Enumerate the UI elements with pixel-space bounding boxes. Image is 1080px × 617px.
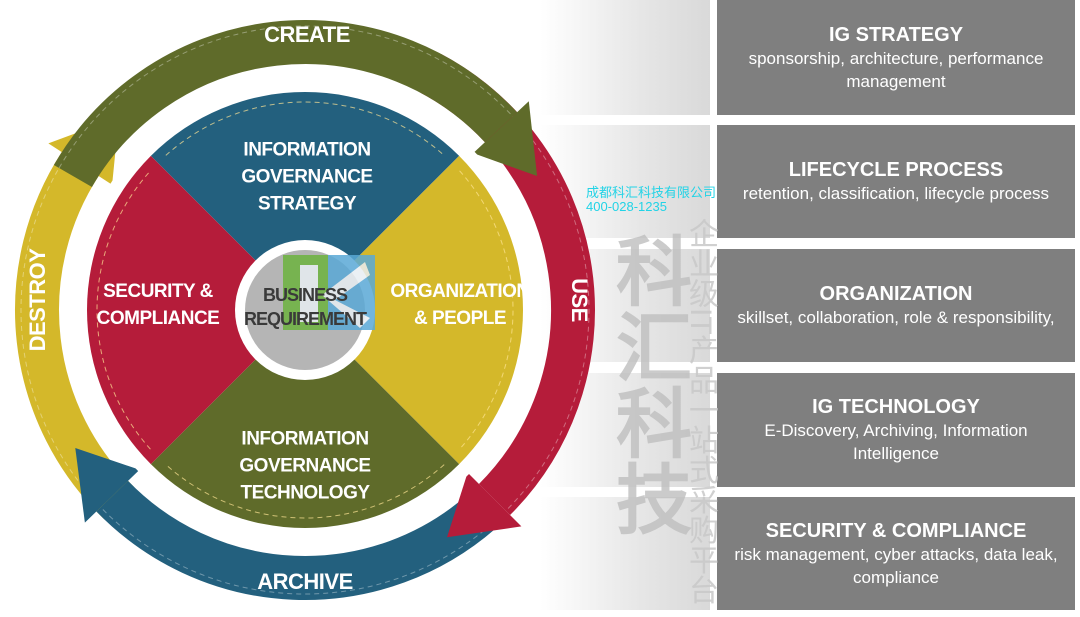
strip — [540, 0, 710, 115]
logo-watermark — [283, 255, 375, 330]
quadrant-yellow — [305, 155, 523, 465]
watermark-brand: 科汇科技 — [604, 232, 689, 536]
q-line: GOVERNANCE — [239, 455, 371, 477]
business-requirement: BUSINESS REQUIREMENT — [243, 283, 367, 331]
watermark-company: 成都科汇科技有限公司 — [586, 185, 717, 200]
panel-ig-technology: IG TECHNOLOGY E-Discovery, Archiving, Inf… — [717, 373, 1075, 487]
watermark-phone: 400-028-1235 — [586, 199, 667, 214]
quadrant-strategy: INFORMATION GOVERNANCE STRATEGY — [241, 137, 373, 218]
label-destroy: DESTROY — [25, 248, 50, 352]
stitch-line — [58, 25, 514, 169]
use-arrow-head — [447, 472, 522, 538]
panel-title: IG TECHNOLOGY — [812, 396, 980, 418]
stitch-line — [438, 58, 590, 512]
q-line: ORGANIZATION — [390, 281, 530, 302]
q-line: INFORMATION — [241, 428, 369, 450]
center-line: REQUIREMENT — [243, 309, 367, 329]
quadrant-technology: INFORMATION GOVERNANCE TECHNOLOGY — [239, 426, 371, 507]
label-use: USE — [567, 278, 592, 322]
panel-desc: E-Discovery, Archiving, Information Inte… — [764, 421, 1028, 463]
stitch-line — [20, 155, 109, 515]
stitch-line — [459, 170, 514, 450]
create-arrow-head — [473, 101, 538, 176]
stitch-line — [96, 170, 151, 450]
q-line: TECHNOLOGY — [240, 482, 370, 504]
quadrant-red — [87, 155, 305, 465]
panel-desc: skillset, collaboration, role & responsi… — [737, 308, 1055, 327]
stitch-line — [165, 101, 445, 156]
quadrant-security: SECURITY & COMPLIANCE — [97, 278, 220, 332]
lifecycle-diagram — [15, 20, 595, 600]
panel-title: SECURITY & COMPLIANCE — [765, 519, 1027, 542]
q-line: STRATEGY — [257, 193, 357, 215]
q-line: GOVERNANCE — [241, 166, 373, 188]
panel-title: IG STRATEGY — [828, 23, 964, 46]
archive-arrow-head — [75, 448, 140, 523]
q-line: COMPLIANCE — [96, 308, 220, 329]
quadrant-green — [150, 310, 460, 528]
strip — [540, 497, 710, 610]
q-line: SECURITY & — [103, 281, 213, 302]
center-line: BUSINESS — [262, 285, 348, 305]
panel-organization: ORGANIZATION skillset, collaboration, rol… — [717, 249, 1075, 362]
panel-desc: sponsorship, architecture, performance m… — [748, 48, 1044, 91]
archive-arrow — [96, 480, 496, 600]
label-archive: ARCHIVE — [257, 569, 353, 594]
watermark-slogan: 企业级IT产品一站式采购平台 — [684, 218, 717, 605]
label-create: CREATE — [264, 22, 350, 47]
q-line: INFORMATION — [243, 139, 371, 161]
stitch-line — [165, 464, 445, 519]
quadrant-organization: ORGANIZATION & PEOPLE — [390, 278, 530, 332]
panel-desc: retention, classification, lifecycle pro… — [742, 184, 1050, 203]
q-line: & PEOPLE — [413, 308, 507, 329]
panel-title: LIFECYCLE PROCESS — [788, 159, 1004, 181]
create-arrow — [53, 20, 518, 188]
panel-desc: risk management, cyber attacks, data lea… — [734, 544, 1058, 587]
panel-title: ORGANIZATION — [819, 283, 973, 305]
quadrant-blue — [150, 92, 460, 310]
panel-lifecycle: LIFECYCLE PROCESS retention, classificati… — [717, 125, 1075, 238]
